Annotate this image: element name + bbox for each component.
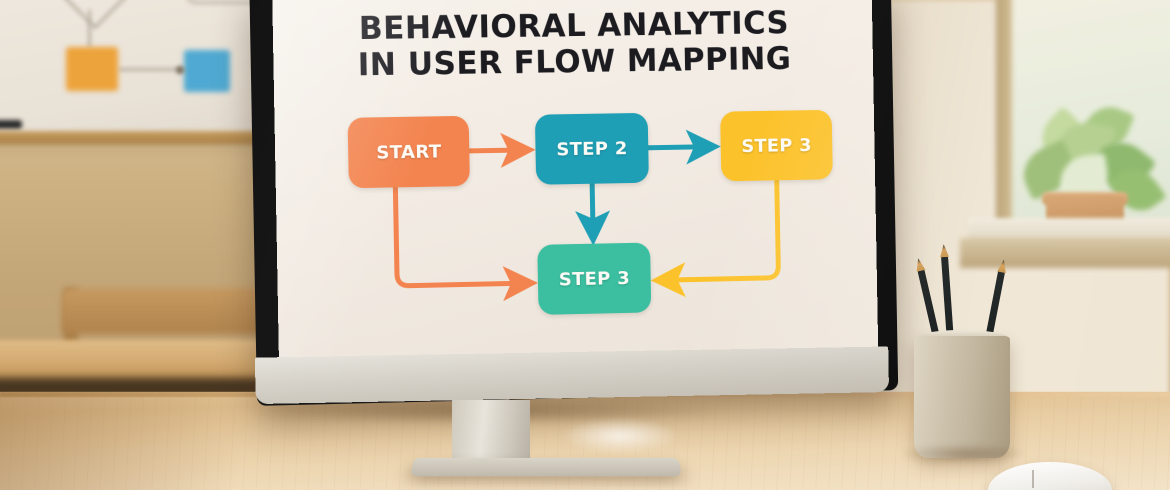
window-sill-front — [960, 238, 1170, 268]
flow-node-step3-green-label: STEP 3 — [558, 267, 631, 290]
flow-connectors — [274, 87, 878, 349]
slide-title-line1: BEHAVIORAL ANALYTICS — [358, 5, 790, 48]
flow-node-step2[interactable]: STEP 2 — [534, 112, 649, 185]
connector-step2-to-step3a — [648, 147, 707, 148]
desk-shadow-left — [0, 392, 300, 490]
whiteboard-connector-vertical — [88, 10, 91, 48]
mouse-button-seam — [1032, 470, 1034, 488]
connector-start-to-step2 — [469, 150, 521, 151]
flow-node-start-label: START — [376, 140, 442, 164]
flow-node-step2-label: STEP 2 — [556, 137, 628, 160]
flow-node-step3-yellow-label: STEP 3 — [741, 134, 812, 157]
connector-start-to-step3b — [395, 185, 524, 286]
slide-title-line2: IN USER FLOW MAPPING — [357, 40, 792, 84]
sticky-note-orange — [66, 47, 118, 91]
monitor-stand-highlight — [560, 418, 680, 454]
flow-node-start[interactable]: START — [347, 115, 470, 189]
sticky-note-blue — [184, 50, 230, 92]
monitor-chin — [254, 346, 890, 405]
pencil-cup[interactable] — [914, 336, 1010, 458]
monitor-stand-base — [410, 457, 682, 477]
window-mullion — [996, 0, 1012, 250]
whiteboard-connector-horizontal — [118, 68, 186, 71]
pencil-cup-shadow — [900, 444, 1028, 464]
flow-node-step3-yellow[interactable]: STEP 3 — [720, 109, 833, 182]
monitor-screen[interactable]: BEHAVIORAL ANALYTICS IN USER FLOW MAPPIN… — [272, 0, 878, 361]
flow-node-step3-green[interactable]: STEP 3 — [537, 242, 652, 315]
monitor-stand-neck — [452, 400, 530, 458]
presentation-slide: BEHAVIORAL ANALYTICS IN USER FLOW MAPPIN… — [272, 0, 878, 361]
flow-diagram: START STEP 2 STEP 3 STEP 3 — [274, 87, 878, 349]
slide-title: BEHAVIORAL ANALYTICS IN USER FLOW MAPPIN… — [273, 4, 874, 85]
background-table — [0, 340, 300, 382]
whiteboard-rail — [0, 131, 276, 144]
whiteboard-dot — [176, 66, 184, 74]
chair-backrest — [62, 288, 272, 334]
connector-step2-to-step3b — [575, 181, 611, 246]
whiteboard-marker — [0, 120, 22, 129]
computer-monitor[interactable]: BEHAVIORAL ANALYTICS IN USER FLOW MAPPIN… — [256, 0, 898, 398]
connector-step3a-to-step3b — [663, 180, 779, 280]
